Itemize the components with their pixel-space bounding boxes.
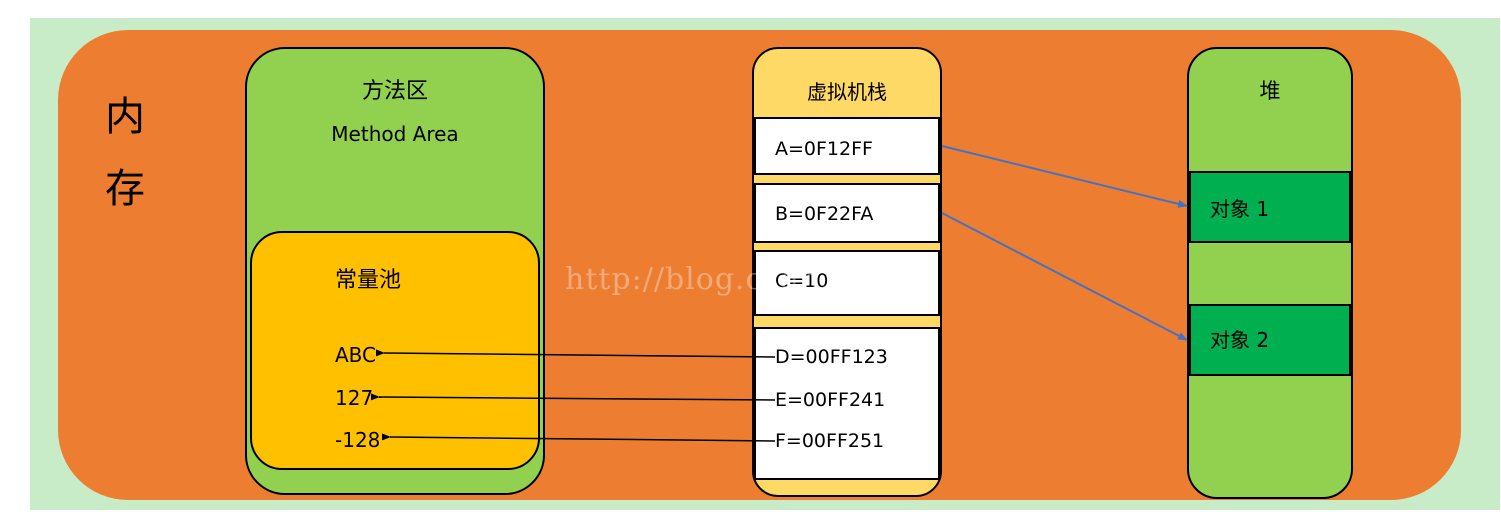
constant-pool-box bbox=[250, 231, 540, 470]
stack-cell-b bbox=[754, 183, 940, 243]
heap-object-2-label: 对象 2 bbox=[1210, 328, 1270, 352]
heap-object-1 bbox=[1189, 171, 1351, 243]
memory-label-line-1: 内 bbox=[105, 94, 145, 140]
constant-pool-title: 常量池 bbox=[335, 268, 402, 293]
constant-127: 127 bbox=[335, 386, 374, 410]
method-area-subtitle: Method Area bbox=[331, 122, 459, 146]
stack-cell-c bbox=[754, 250, 940, 316]
constant-minus-128: -128 bbox=[335, 428, 381, 452]
memory-label-line-2: 存 bbox=[105, 166, 145, 212]
stack-var-e: E=00FF241 bbox=[775, 389, 886, 411]
constant-abc: ABC bbox=[335, 343, 377, 367]
stack-var-d: D=00FF123 bbox=[775, 346, 888, 368]
heap-object-1-label: 对象 1 bbox=[1210, 197, 1270, 221]
method-area-title: 方法区 bbox=[361, 79, 428, 104]
heap-object-2 bbox=[1189, 304, 1351, 376]
watermark: http://blog.csdn.net/ bbox=[565, 262, 895, 297]
stack-cell-def bbox=[754, 327, 940, 480]
stack-cell-a bbox=[754, 117, 940, 175]
stack-var-b: B=0F22FA bbox=[775, 203, 874, 225]
stack-var-c: C=10 bbox=[775, 270, 829, 292]
stack-var-a: A=0F12FF bbox=[775, 138, 873, 160]
vm-stack-title: 虚拟机栈 bbox=[807, 80, 887, 104]
heap-title: 堆 bbox=[1259, 79, 1281, 103]
memory-label: 内 存 bbox=[100, 88, 150, 218]
stack-var-f: F=00FF251 bbox=[775, 430, 885, 452]
heap-box bbox=[1187, 47, 1353, 499]
